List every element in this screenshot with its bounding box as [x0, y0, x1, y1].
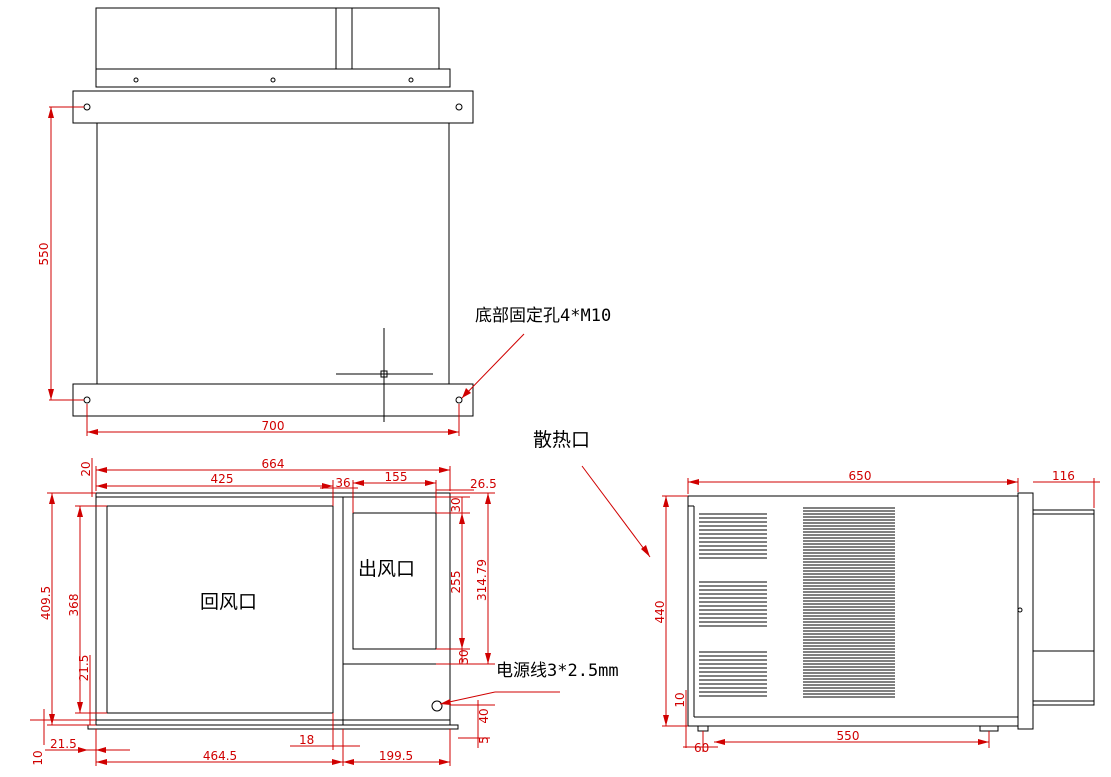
front-base: [87, 724, 459, 730]
front-view: 回风口 出风口 664 425 36 155 26.5 20 409.5: [30, 457, 619, 766]
dim-front-base-small: 5: [477, 736, 491, 744]
dim-front-outlet-full: 314.79: [475, 559, 489, 601]
dim-front-inner-bottom: 21.5: [77, 655, 91, 682]
dim-front-bottom-right: 199.5: [379, 749, 413, 763]
side-fan: [1032, 509, 1095, 706]
top-fan-housing: [95, 7, 440, 70]
dim-top-height: 550: [37, 243, 51, 266]
dim-front-base-h: 40: [477, 708, 491, 723]
dim-front-outlet-w: 155: [385, 470, 408, 484]
dim-side-foot-offset: 60: [694, 741, 709, 755]
side-view: 650 116 440 10 60 550 散热口: [533, 429, 1100, 755]
label-power-cord: 电源线3*2.5mm: [496, 661, 619, 681]
label-air-outlet: 出风口: [358, 558, 415, 580]
air-outlet-grille: [352, 512, 437, 650]
dim-side-height: 440: [653, 601, 667, 624]
dim-front-foot-h: 10: [31, 750, 45, 765]
dim-front-outlet-h: 255: [449, 571, 463, 594]
top-view: 550 700 底部固定孔4*M10: [37, 7, 611, 436]
label-return-air: 回风口: [200, 591, 257, 613]
dim-front-outlet-bottom: 30: [457, 649, 471, 664]
dim-front-right-margin: 26.5: [470, 477, 497, 491]
dim-front-outlet-top: 30: [449, 497, 463, 512]
vent-slots: [699, 507, 895, 698]
dim-side-foot-span: 550: [837, 729, 860, 743]
dim-front-total-h: 409.5: [39, 586, 53, 620]
label-bottom-fixing-holes: 底部固定孔4*M10: [475, 306, 611, 326]
top-body: [96, 122, 450, 385]
dim-front-foot-left: 21.5: [50, 737, 77, 751]
dim-top-width: 700: [262, 419, 285, 433]
dim-side-ext: 116: [1052, 469, 1075, 483]
dim-side-width: 650: [849, 469, 872, 483]
side-rear-plate: [1017, 492, 1034, 730]
front-body: [95, 492, 451, 726]
label-heat-vent: 散热口: [533, 429, 590, 451]
dim-front-bottom-left: 464.5: [203, 749, 237, 763]
top-rail-upper: [72, 90, 474, 124]
dim-side-foot-h: 10: [673, 692, 687, 707]
top-flange: [95, 68, 451, 88]
dim-front-bottom-18: 18: [299, 733, 314, 747]
power-cord-entry: [431, 700, 443, 712]
dim-front-left: 425: [211, 472, 234, 486]
dim-front-gap: 36: [335, 476, 350, 490]
dim-front-top-margin: 20: [79, 461, 93, 476]
top-rail-lower: [72, 383, 474, 417]
dim-front-width: 664: [262, 457, 285, 471]
dim-front-inner-h: 368: [67, 594, 81, 617]
